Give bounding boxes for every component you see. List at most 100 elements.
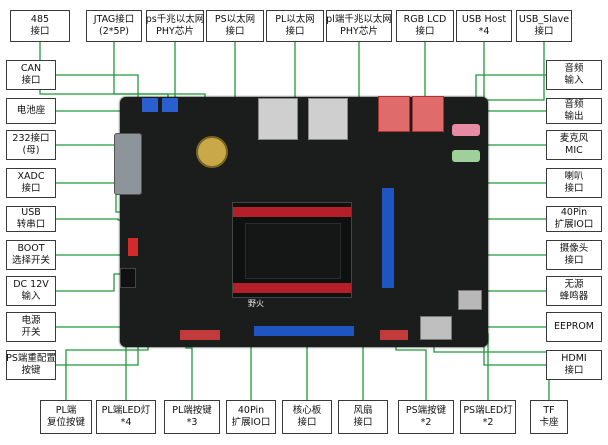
ethernet-port xyxy=(258,98,298,140)
label-line: 扩展IO口 xyxy=(554,219,594,230)
boot-switch xyxy=(128,238,138,256)
label-line: 卡座 xyxy=(539,417,559,428)
label-line: XADC xyxy=(17,171,45,182)
label-line: RGB LCD xyxy=(403,14,447,25)
label-line: 复位按键 xyxy=(46,417,85,428)
label-camera: 摄像头接口 xyxy=(546,240,602,270)
label-line: PS以太网 xyxy=(214,14,256,25)
label-line: PL端LED灯 xyxy=(101,405,151,416)
label-pl-key: PL端按键*3 xyxy=(164,400,220,434)
label-line: 核心板 xyxy=(292,405,322,416)
jtag-leader-line xyxy=(113,42,206,104)
label-audio-out: 音频输出 xyxy=(546,98,602,124)
audio-in-jack xyxy=(452,124,480,136)
label-ps-key: PS端按键*2 xyxy=(398,400,454,434)
label-line: PS端按键 xyxy=(405,405,447,416)
tf-leader-line xyxy=(433,338,550,400)
label-eeprom: EEPROM xyxy=(546,312,602,342)
rs232-connector xyxy=(114,133,142,195)
label-line: USB_Slave xyxy=(518,14,570,25)
label-line: 扩展IO口 xyxy=(231,417,271,428)
label-line: PL端按键 xyxy=(172,405,212,416)
hdmi-port xyxy=(458,290,482,310)
label-line: PS端重配置 xyxy=(6,353,56,364)
label-line: 接口 xyxy=(285,26,305,37)
label-line: 接口 xyxy=(564,255,584,266)
label-line: 按键 xyxy=(21,365,41,376)
core-connector-bottom xyxy=(233,283,351,293)
expansion-header-right xyxy=(382,188,394,288)
core-module xyxy=(245,223,341,279)
label-pl-reset: PL端复位按键 xyxy=(40,400,92,434)
label-speaker: 喇叭接口 xyxy=(546,168,602,198)
label-battery: 电池座 xyxy=(6,98,56,124)
label-line: JTAG接口 xyxy=(93,14,135,25)
label-rs232: 232接口(母) xyxy=(6,130,56,160)
label-line: *3 xyxy=(186,417,198,428)
label-core-board: 核心板接口 xyxy=(282,400,332,434)
usb-host-port xyxy=(378,96,410,132)
label-line: USB xyxy=(21,207,41,218)
label-line: PS端LED灯 xyxy=(463,405,513,416)
tf-card-slot xyxy=(420,316,452,340)
label-line: 接口 xyxy=(21,75,41,86)
label-pl-led: PL端LED灯*4 xyxy=(96,400,156,434)
label-line: *4 xyxy=(120,417,132,428)
ps-key-buttons xyxy=(380,330,408,340)
label-line: EEPROM xyxy=(553,321,594,332)
label-line: HDMI xyxy=(561,353,587,364)
label-fan: 风扇接口 xyxy=(338,400,388,434)
label-line: (2*5P) xyxy=(99,26,129,37)
label-line: 40Pin xyxy=(237,405,265,416)
label-line: 输出 xyxy=(564,111,584,122)
core-connector-top xyxy=(233,207,351,217)
label-line: 摄像头 xyxy=(559,243,589,254)
label-line: BOOT xyxy=(17,243,45,254)
label-ps-led: PS端LED灯*2 xyxy=(460,400,516,434)
label-line: 接口 xyxy=(415,26,435,37)
label-line: PHY芯片 xyxy=(156,26,194,37)
label-line: pl端千兆以太网 xyxy=(326,14,392,25)
label-line: *2 xyxy=(482,417,494,428)
label-line: 485 xyxy=(30,14,50,25)
label-ps-reset: PS端重配置按键 xyxy=(6,350,56,380)
label-line: 音频 xyxy=(564,63,584,74)
label-pl-eth: PL以太网接口 xyxy=(266,10,324,42)
label-line: 风扇 xyxy=(353,405,373,416)
ethernet-port xyxy=(308,98,348,140)
usb_uart-leader-line xyxy=(56,218,130,221)
core-board xyxy=(232,202,352,298)
label-line: 无源 xyxy=(564,279,584,290)
label-line: 麦克风 xyxy=(559,133,589,144)
label-line: 选择开关 xyxy=(11,255,50,266)
rs485-connector xyxy=(162,98,178,112)
label-line: 接口 xyxy=(564,183,584,194)
label-line: 40Pin xyxy=(560,207,588,218)
label-buzzer: 无源蜂鸣器 xyxy=(546,276,602,306)
label-line: 接口 xyxy=(30,26,50,37)
label-line: ps千兆以太网 xyxy=(145,14,205,25)
label-line: MIC xyxy=(565,145,583,156)
battery-holder xyxy=(196,136,228,168)
dc-jack xyxy=(120,268,136,288)
label-line: 蜂鸣器 xyxy=(559,291,589,302)
dc12v-leader-line xyxy=(56,273,126,292)
label-line: PHY芯片 xyxy=(340,26,378,37)
label-line: *4 xyxy=(478,26,490,37)
label-line: 接口 xyxy=(21,183,41,194)
label-line: *2 xyxy=(420,417,432,428)
label-audio-in: 音频输入 xyxy=(546,60,602,90)
label-ps-eth: PS以太网接口 xyxy=(206,10,264,42)
